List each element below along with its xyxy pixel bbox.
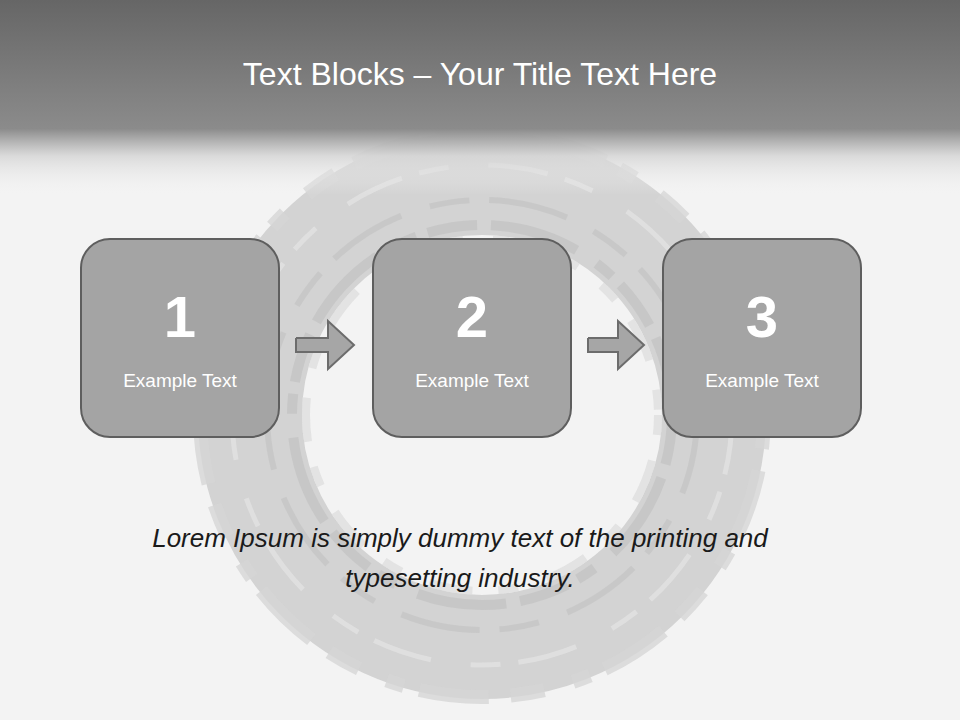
step-text: Example Text — [123, 370, 237, 392]
process-box: 2Example Text — [372, 238, 572, 438]
step-text: Example Text — [415, 370, 529, 392]
step-number: 2 — [456, 288, 488, 346]
slide-title: Text Blocks – Your Title Text Here — [0, 54, 960, 94]
block-arrow — [588, 321, 644, 369]
header-band — [0, 0, 960, 195]
process-box: 1Example Text — [80, 238, 280, 438]
step-text: Example Text — [705, 370, 819, 392]
block-arrow — [296, 321, 354, 369]
body-text: Lorem Ipsum is simply dummy text of the … — [135, 518, 785, 598]
process-box: 3Example Text — [662, 238, 862, 438]
step-number: 3 — [746, 288, 778, 346]
step-number: 1 — [164, 288, 196, 346]
